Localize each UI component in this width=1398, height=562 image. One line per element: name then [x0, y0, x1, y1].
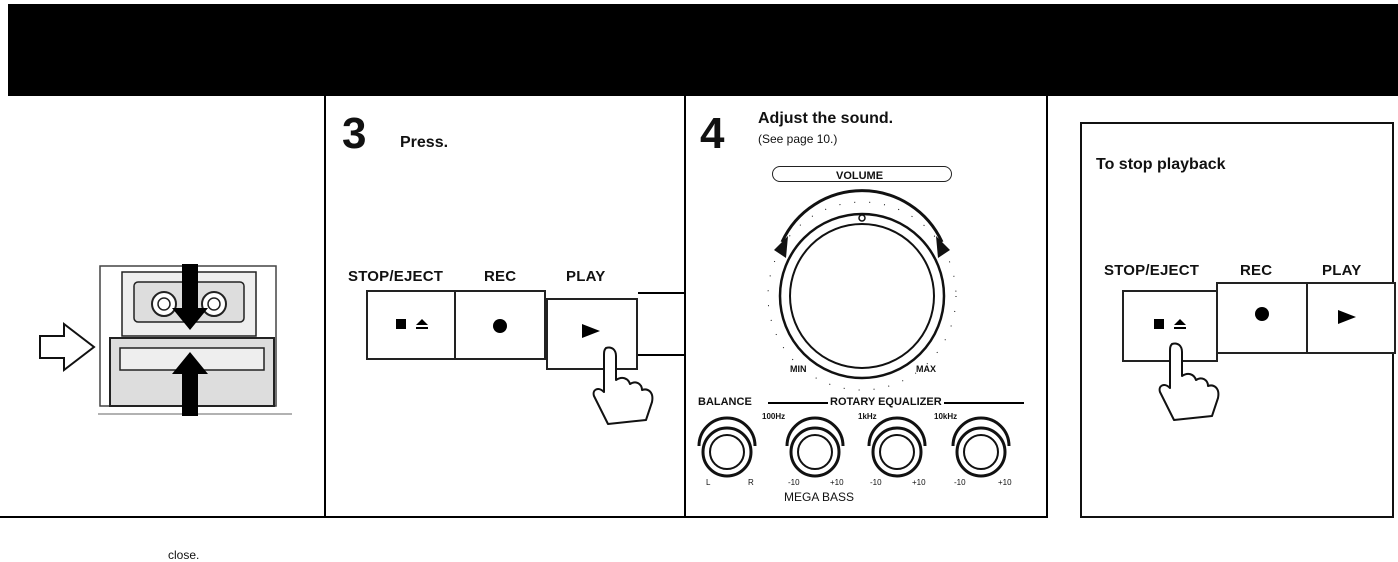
panel-stop-playback: To stop playback STOP/EJECT REC PLAY	[1080, 122, 1396, 518]
balance-label: BALANCE	[698, 396, 754, 408]
eq-10k-plus: +10	[998, 478, 1012, 487]
divider-1	[324, 96, 326, 518]
rotary-eq-label: ROTARY EQUALIZER	[828, 396, 944, 408]
eq-100hz-knob[interactable]	[782, 416, 848, 482]
balance-l-label: L	[706, 478, 711, 487]
divider-3	[1046, 96, 1048, 518]
cassette-deck-illustration	[98, 264, 292, 416]
header-bar	[8, 4, 1398, 96]
divider-2	[684, 96, 686, 518]
play-label-2: PLAY	[1322, 262, 1362, 279]
volume-label: VOLUME	[836, 170, 884, 182]
play-label: PLAY	[566, 268, 606, 285]
stop-eject-label-2: STOP/EJECT	[1104, 262, 1200, 279]
volume-label-pill	[772, 166, 952, 182]
close-caption: close.	[168, 548, 200, 562]
pointing-hand-icon-2	[1158, 342, 1220, 421]
play-icon-2	[1338, 310, 1356, 324]
volume-knob[interactable]	[762, 178, 962, 391]
eq-100-minus: -10	[788, 478, 800, 487]
rec-label: REC	[484, 268, 517, 285]
eq-10khz-knob[interactable]	[948, 416, 1014, 482]
rec-button-2[interactable]	[1216, 282, 1308, 354]
balance-knob[interactable]	[694, 416, 760, 482]
deck-edge-line	[638, 292, 684, 294]
panel-step-4: 4 Adjust the sound. (See page 10.) VOLUM…	[686, 96, 1046, 520]
step-number-4: 4	[700, 109, 725, 158]
eq-1k-plus: +10	[912, 478, 926, 487]
stop-playback-title: To stop playback	[1096, 156, 1226, 173]
rec-label-2: REC	[1240, 262, 1273, 279]
panel-step-3: 3 Press. STOP/EJECT REC PLAY	[326, 96, 684, 520]
freq-100-label: 100Hz	[762, 412, 786, 421]
bottom-rule	[0, 516, 1048, 518]
stop-eject-icons-2	[1154, 319, 1186, 329]
balance-r-label: R	[748, 478, 754, 487]
eq-1k-minus: -10	[870, 478, 882, 487]
freq-1k-label: 1kHz	[858, 412, 877, 421]
record-icon-2	[1255, 307, 1269, 321]
eq-100-plus: +10	[830, 478, 844, 487]
eq-1khz-knob[interactable]	[864, 416, 930, 482]
step-subtitle-4: (See page 10.)	[758, 132, 838, 146]
volume-min-label: MIN	[790, 364, 807, 374]
volume-max-label: MAX	[916, 364, 936, 374]
stop-eject-label: STOP/EJECT	[348, 268, 444, 285]
freq-10k-label: 10kHz	[934, 412, 958, 421]
step-title: Press.	[400, 134, 449, 151]
record-icon	[493, 319, 507, 333]
step-number: 3	[342, 109, 367, 158]
pointing-hand-icon	[592, 346, 654, 425]
play-icon	[582, 324, 600, 338]
eq-10k-minus: -10	[954, 478, 966, 487]
deck-edge-line-2	[638, 354, 684, 356]
stop-eject-icons	[396, 319, 428, 329]
arrow-right-outline-icon	[39, 321, 96, 373]
step-title-4: Adjust the sound.	[758, 110, 894, 127]
panel-close-cassette: close.	[0, 96, 324, 562]
mega-bass-label: MEGA BASS	[784, 490, 855, 504]
